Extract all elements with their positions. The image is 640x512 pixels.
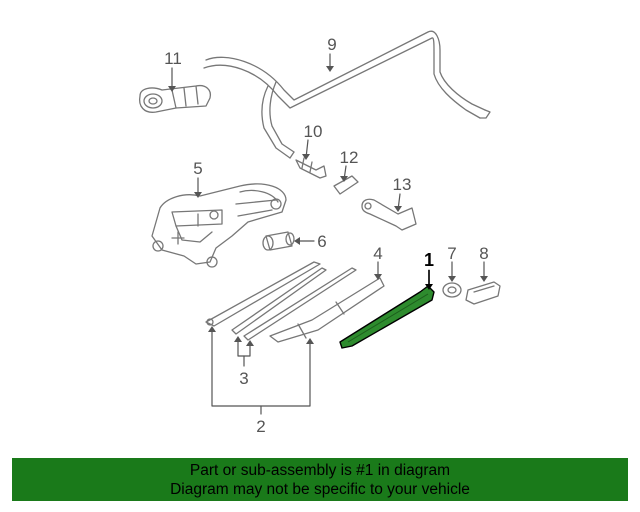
leader-line-1	[425, 270, 433, 290]
callout-2: 2	[256, 417, 265, 436]
connector-part-13[interactable]	[361, 198, 417, 231]
callout-7: 7	[447, 244, 456, 263]
wiper-arm-part-1-highlighted[interactable]	[339, 285, 435, 349]
pipe-part-12[interactable]	[333, 175, 359, 195]
callout-13: 13	[393, 175, 412, 194]
joint-part-10[interactable]	[295, 157, 327, 179]
callout-12: 12	[340, 148, 359, 167]
grommet-part-6[interactable]	[262, 231, 295, 251]
callout-10: 10	[304, 122, 323, 141]
callout-11: 11	[164, 49, 182, 68]
callout-9: 9	[327, 35, 336, 54]
callout-3: 3	[239, 369, 248, 388]
leader-lines	[171, 53, 485, 415]
cap-part-7[interactable]	[442, 282, 462, 298]
cover-part-8[interactable]	[465, 281, 501, 305]
callout-1: 1	[424, 250, 434, 270]
callout-8: 8	[479, 244, 488, 263]
callout-4: 4	[373, 244, 382, 263]
callout-6: 6	[317, 232, 326, 251]
blade-frame-part-4[interactable]	[269, 277, 385, 343]
callout-5: 5	[193, 159, 202, 178]
arrow-heads	[168, 66, 488, 346]
nozzle-part-11[interactable]	[138, 84, 212, 113]
diagram-notice-banner: Part or sub-assembly is #1 in diagram Di…	[12, 458, 628, 501]
notice-line-2: Diagram may not be specific to your vehi…	[170, 481, 470, 498]
wiper-motor-part-5[interactable]	[151, 183, 287, 268]
notice-line-1: Part or sub-assembly is #1 in diagram	[189, 462, 451, 479]
washer-hose-part-9[interactable]	[203, 30, 491, 159]
wiper-blade-part-2[interactable]	[205, 261, 321, 327]
blade-refill-part-3[interactable]	[231, 267, 357, 341]
parts-diagram: 1 2 3 4 5 6 7 8 9 10 11 12 13	[138, 30, 501, 436]
